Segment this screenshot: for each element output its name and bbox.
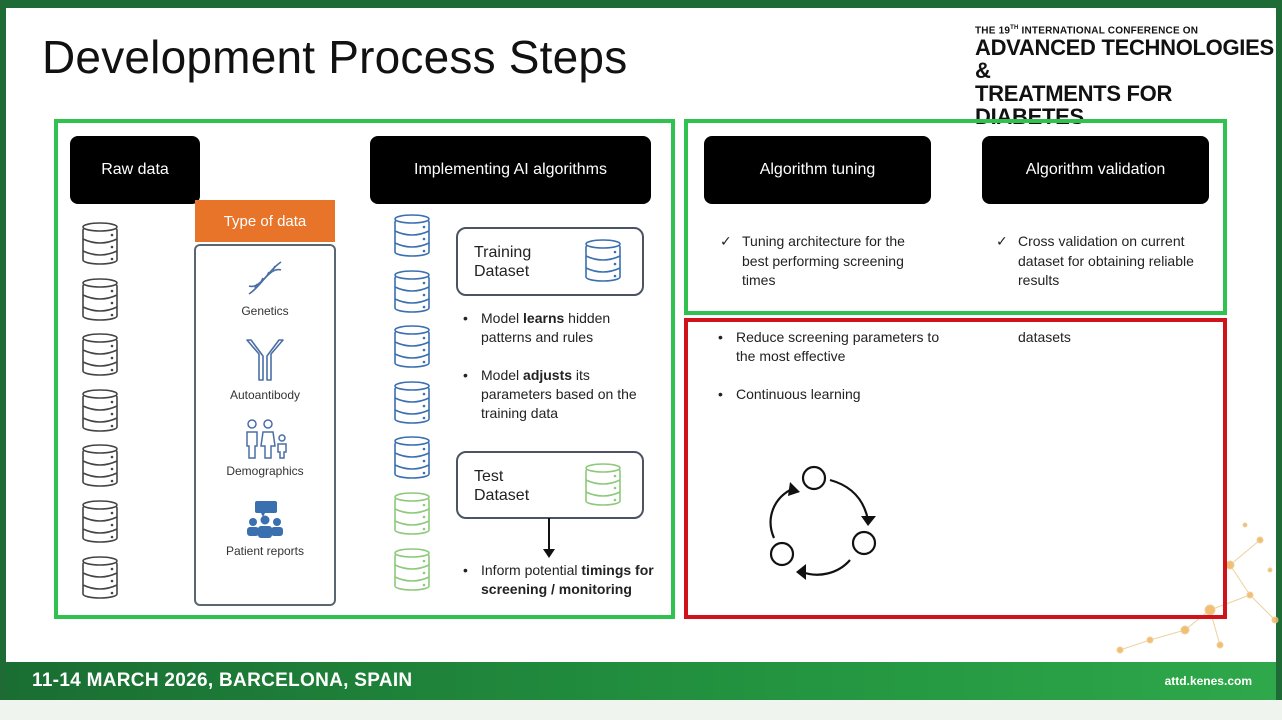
database-icon	[394, 436, 430, 480]
test-database-icon	[585, 463, 621, 506]
database-icon	[82, 500, 118, 543]
database-icon	[394, 492, 430, 535]
tuning-bullet-reduce: •Reduce screening parameters to the most…	[718, 329, 940, 364]
algorithm-validation-header: Algorithm validation	[982, 136, 1209, 204]
database-icon	[394, 325, 430, 368]
database-icon	[394, 269, 430, 313]
database-icon	[394, 547, 430, 591]
database-icon	[82, 444, 118, 488]
training-bullet-learns: • Model learns hidden patterns and rules	[463, 310, 611, 345]
training-bullets: • Model learns hidden patterns and rules…	[463, 309, 663, 423]
antibody-icon	[246, 339, 284, 381]
database-icon	[394, 380, 430, 424]
tuning-validation-frame	[684, 119, 1227, 315]
raw-data-header: Raw data	[70, 136, 200, 204]
footer-bar: 11-14 MARCH 2026, BARCELONA, SPAIN attd.…	[6, 662, 1276, 700]
molecule-decoration	[1116, 522, 1279, 654]
database-icon	[394, 214, 430, 257]
inform-bullet: • Inform potential timings for screening…	[463, 562, 654, 597]
algorithm-tuning-header: Algorithm tuning	[704, 136, 931, 204]
tuning-details-frame	[684, 318, 1227, 619]
left-frame-bar	[0, 0, 6, 720]
validation-check-item: ✓Cross validation on current dataset for…	[996, 233, 1194, 288]
type-of-data-label: Type of data	[195, 200, 335, 242]
group-chat-icon	[247, 501, 283, 538]
database-icon	[82, 333, 118, 376]
bottom-strip	[0, 700, 1282, 720]
training-bullet-adjusts: • Model adjusts its parameters based on …	[463, 367, 637, 421]
footer-date: 11-14 MARCH 2026, BARCELONA, SPAIN	[32, 670, 413, 691]
left-process-frame	[54, 119, 675, 619]
implementing-ai-header: Implementing AI algorithms	[370, 136, 651, 204]
data-type-patient-reports: Patient reports	[196, 500, 334, 558]
conference-logo: THE 19TH INTERNATIONAL CONFERENCE ON ADV…	[975, 25, 1282, 128]
training-dataset-box: Training Dataset	[456, 227, 644, 296]
data-type-autoantibody: Autoantibody	[196, 336, 334, 402]
right-frame-bar	[1276, 0, 1282, 720]
data-type-genetics: Genetics	[196, 256, 334, 318]
database-icon	[82, 277, 118, 321]
family-icon	[246, 419, 287, 459]
database-icon	[82, 222, 118, 265]
training-dataset-label: Training Dataset	[474, 244, 532, 280]
slide-title: Development Process Steps	[42, 31, 628, 83]
conference-line1: THE 19TH INTERNATIONAL CONFERENCE ON	[975, 25, 1199, 37]
type-of-data-panel: Genetics Autoantibody Demographics	[194, 244, 336, 606]
validation-partial-text: datasets	[1018, 329, 1071, 345]
down-arrow-icon	[543, 518, 555, 558]
top-frame-bar	[0, 0, 1282, 8]
footer-url: attd.kenes.com	[1164, 674, 1252, 688]
data-type-demographics: Demographics	[196, 418, 334, 478]
training-database-icon	[585, 239, 621, 282]
test-dataset-box: Test Dataset	[456, 451, 644, 519]
tuning-bullets: •Reduce screening parameters to the most…	[718, 328, 948, 404]
tuning-bullet-continuous: •Continuous learning	[718, 386, 861, 402]
test-dataset-label: Test Dataset	[474, 468, 530, 504]
database-icon	[82, 555, 118, 599]
database-icon	[82, 388, 118, 432]
tuning-check-item: ✓Tuning architecture for the best perfor…	[720, 233, 905, 288]
dna-icon	[248, 261, 282, 295]
continuous-cycle-icon	[769, 465, 877, 580]
conference-line2: ADVANCED TECHNOLOGIES &	[975, 35, 1274, 84]
